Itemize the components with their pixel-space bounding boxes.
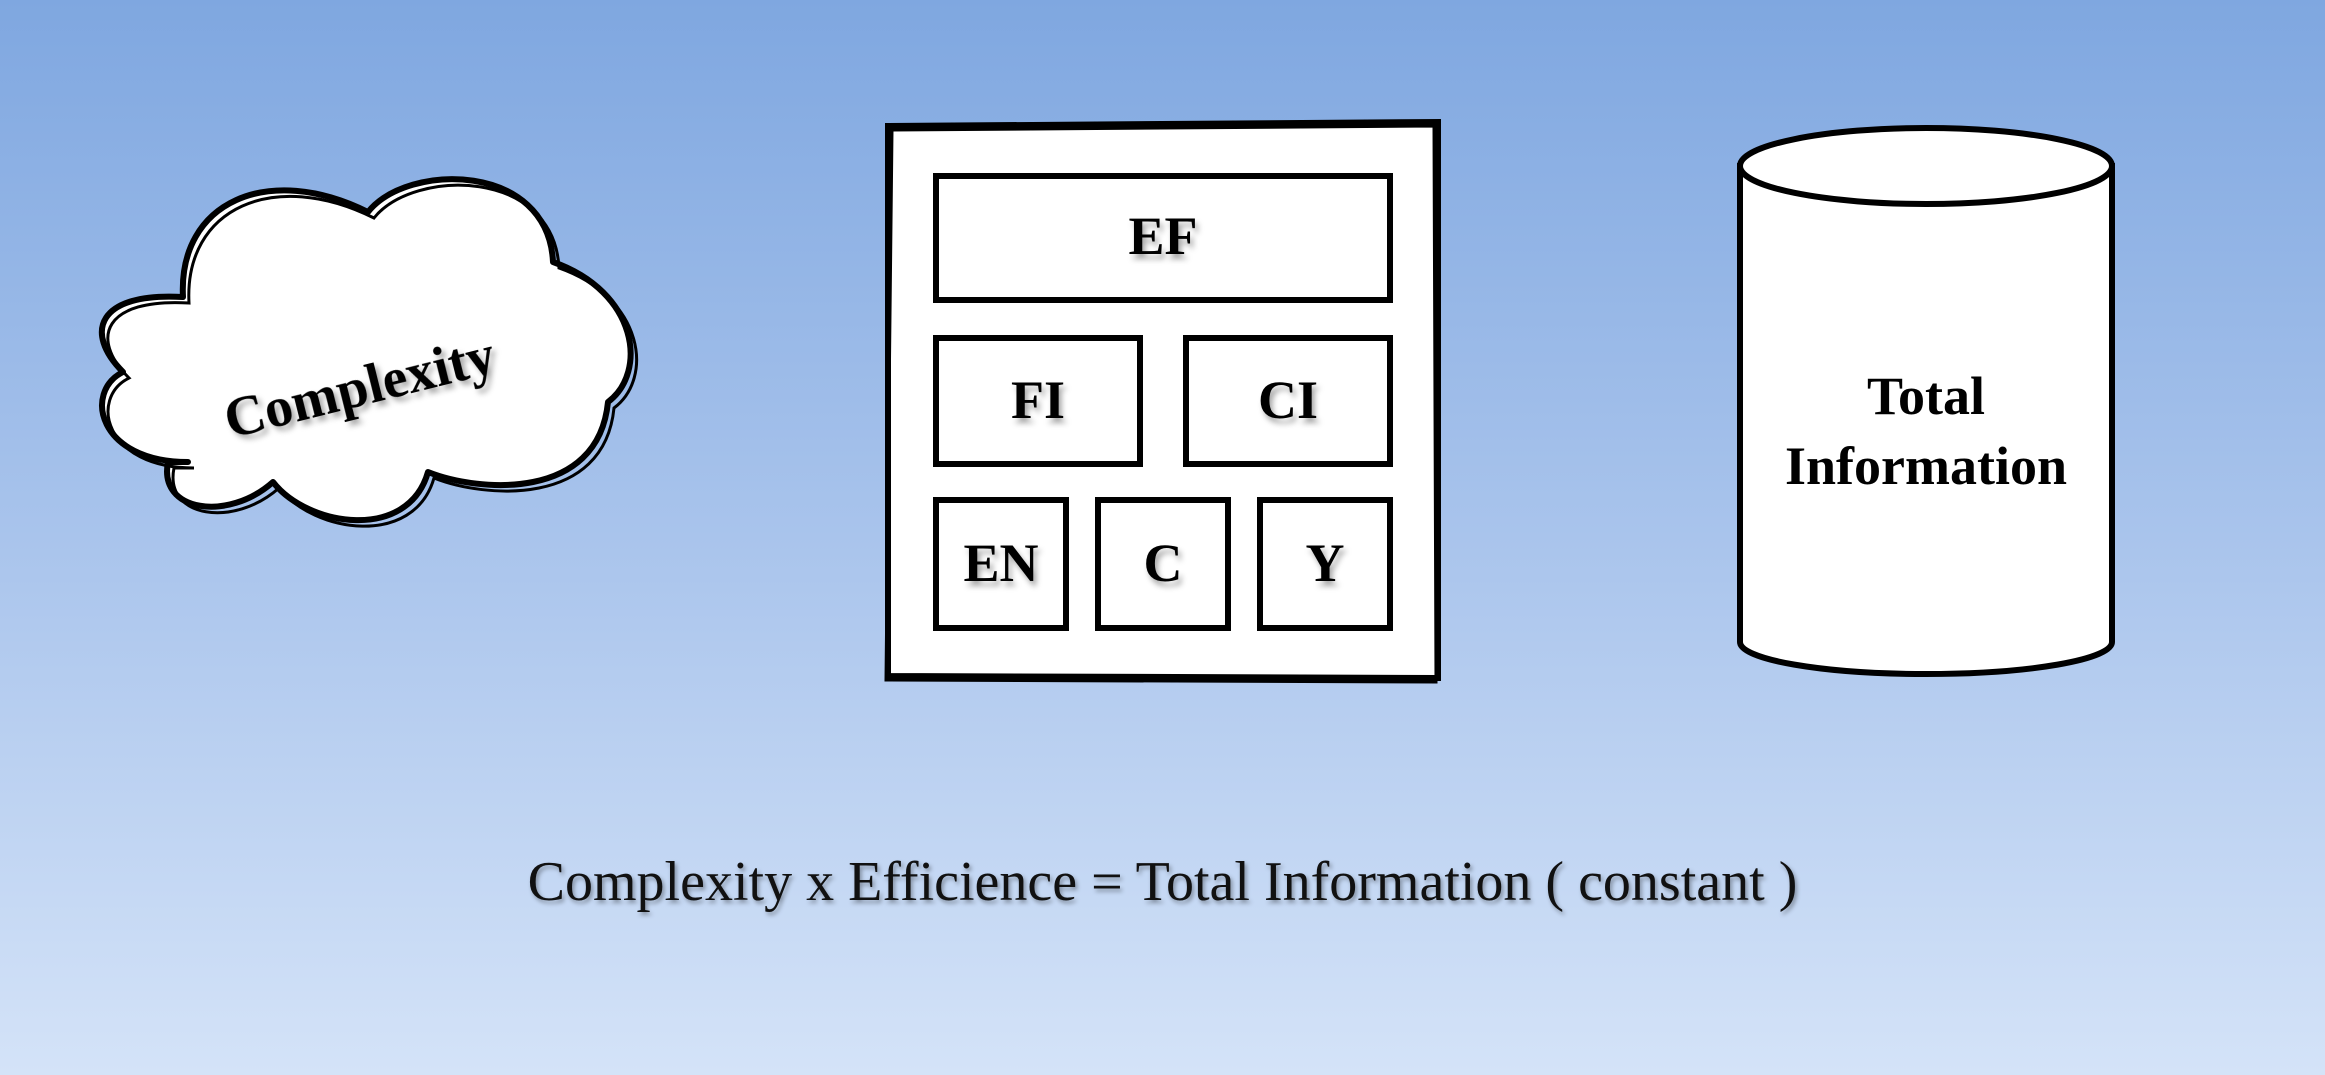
cell-C-label: C (1144, 533, 1183, 593)
grid-frame-sketch (884, 124, 1438, 684)
cell-EF (933, 173, 1393, 303)
cylinder-body (1737, 163, 2115, 677)
component-grid: EF FI CI EN C Y (884, 118, 1441, 684)
complexity-cloud: Complexity (98, 176, 638, 528)
cloud-shape (98, 176, 634, 524)
cylinder-top (1737, 125, 2115, 207)
cell-EN (933, 497, 1069, 631)
cell-FI-label: FI (1011, 370, 1065, 430)
cell-Y (1257, 497, 1393, 631)
cylinder-label-line-1: Total (1867, 366, 1985, 426)
cylinder-label-line-2: Information (1785, 436, 2067, 496)
total-information-cylinder: Total Information (1737, 125, 2115, 677)
cloud-outline-sketch (106, 183, 638, 528)
cell-CI (1183, 335, 1393, 467)
cell-EF-label: EF (1128, 206, 1197, 266)
cell-EN-label: EN (963, 533, 1038, 593)
cell-Y-label: Y (1306, 533, 1345, 593)
cell-C (1095, 497, 1231, 631)
cell-FI (933, 335, 1143, 467)
cell-CI-label: CI (1258, 370, 1318, 430)
formula-caption: Complexity x Efficience = Total Informat… (527, 851, 1798, 913)
